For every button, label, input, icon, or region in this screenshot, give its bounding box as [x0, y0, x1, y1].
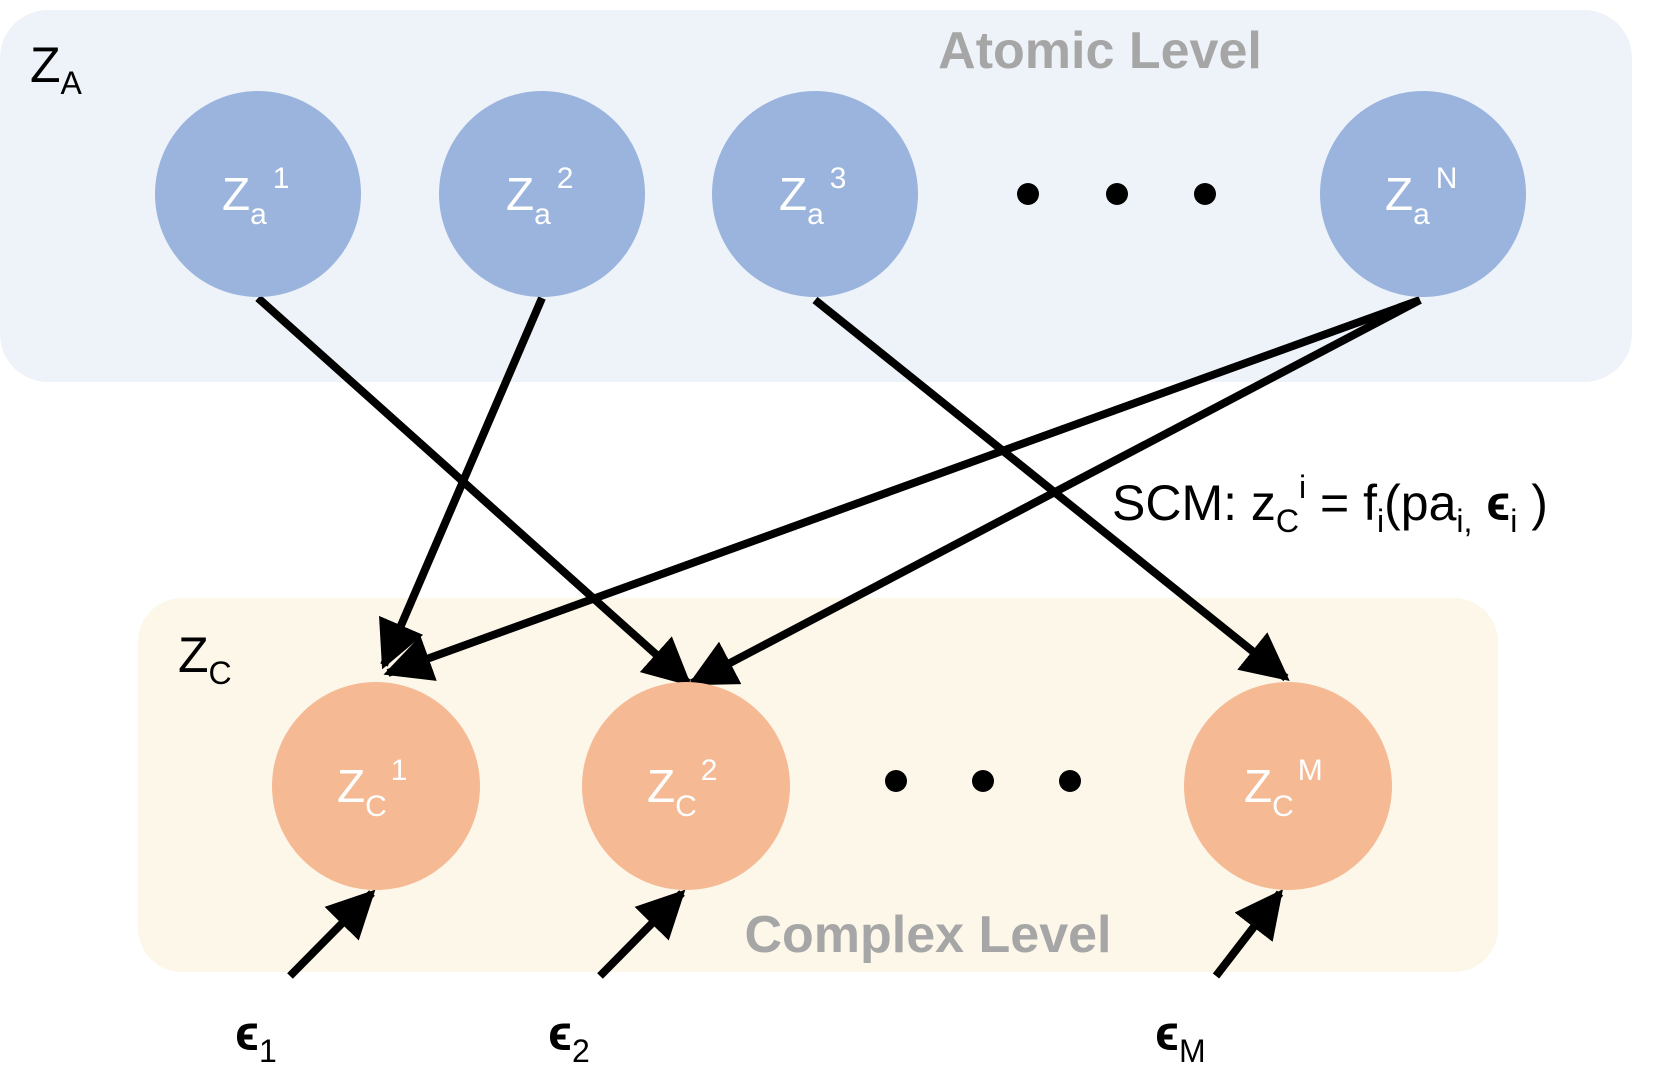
edge-za3-zcM [812, 296, 1290, 682]
atomic-node-za2-label: Za2 [506, 162, 573, 231]
complex-node-zcM-label: ZCM [1244, 754, 1323, 823]
atomic-node-za3-label: Za3 [779, 162, 846, 231]
atomic-ellipsis-dot [1017, 183, 1039, 205]
scm-equation: SCM: zCi = fi(pai, ϵi ) [1112, 469, 1548, 539]
complex-node-zcM-circle [1184, 682, 1392, 890]
atomic-ellipsis-dot [1106, 183, 1128, 205]
complex-ellipsis-dot [972, 770, 994, 792]
edge-eM-zcM [1212, 889, 1284, 979]
complex-node-zc2-label: ZC2 [647, 754, 717, 823]
atomic-node-za2-circle [439, 91, 645, 297]
complex-node-zc2-circle [582, 682, 790, 890]
atomic-ellipsis [1017, 183, 1216, 205]
atomic-node-za1-label: Za1 [222, 162, 289, 231]
atomic-node-za3-circle [712, 91, 918, 297]
complex-level-box [138, 598, 1498, 972]
complex-ellipsis [885, 770, 1081, 792]
complex-group-label-sub: C [209, 655, 232, 691]
complex-node-zc1: ZC1 [272, 682, 480, 890]
edge-za2-zc1 [379, 296, 546, 670]
noise-eM: ϵM [1155, 1005, 1206, 1069]
edge-zaN-zc2 [687, 296, 1422, 687]
atomic-node-za1-circle [155, 91, 361, 297]
atomic-node-zaN: ZaN [1320, 91, 1526, 297]
atomic-node-za2: Za2 [439, 91, 645, 297]
edge-e2-zc2 [597, 889, 686, 979]
atomic-node-zaN-circle [1320, 91, 1526, 297]
noise-e1: ϵ1 [235, 1005, 277, 1069]
atomic-level-title: Atomic Level [938, 22, 1262, 80]
atomic-group-label: ZA [30, 37, 83, 101]
complex-node-zc1-label: ZC1 [337, 754, 407, 823]
atomic-node-za3: Za3 [712, 91, 918, 297]
edges [255, 295, 1422, 979]
edge-za1-zc2 [255, 295, 692, 687]
complex-group-label: ZC [178, 627, 232, 691]
noise-e2: ϵ2 [548, 1005, 590, 1069]
atomic-node-za1: Za1 [155, 91, 361, 297]
atomic-group-label-sub: A [61, 65, 83, 101]
atomic-node-zaN-label: ZaN [1385, 162, 1457, 231]
complex-node-zc2: ZC2 [582, 682, 790, 890]
atomic-group-label-main: Z [30, 37, 61, 93]
edge-zaN-zc1 [383, 296, 1422, 681]
complex-group-label-main: Z [178, 627, 209, 683]
complex-node-zcM: ZCM [1184, 682, 1392, 890]
edge-e1-zc1 [287, 889, 376, 979]
complex-ellipsis-dot [1059, 770, 1081, 792]
complex-node-zc1-circle [272, 682, 480, 890]
complex-level-title: Complex Level [744, 906, 1111, 964]
atomic-ellipsis-dot [1194, 183, 1216, 205]
complex-ellipsis-dot [885, 770, 907, 792]
